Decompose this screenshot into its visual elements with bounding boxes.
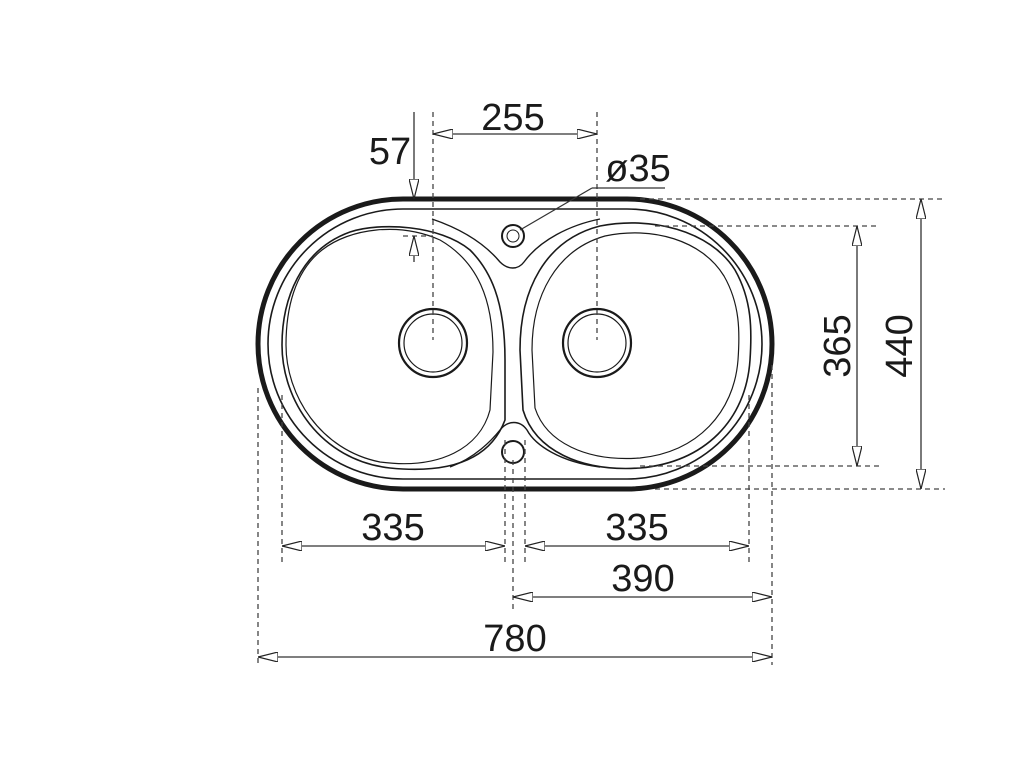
right-bowl	[519, 222, 752, 470]
label-right-bowl-width: 335	[605, 507, 668, 549]
sink-outline	[255, 196, 775, 492]
label-total-width: 780	[483, 618, 546, 660]
label-left-bowl-width: 335	[361, 507, 424, 549]
label-total-depth: 440	[879, 314, 921, 377]
tap-hole	[501, 224, 525, 248]
label-right-section-width: 390	[611, 558, 674, 600]
label-rim-offset: 57	[369, 131, 411, 173]
dimension-lines	[258, 112, 921, 657]
bowl-bridge	[431, 218, 601, 468]
label-hole-diameter: ø35	[605, 148, 670, 190]
left-bowl	[281, 225, 506, 471]
label-bowl-spacing: 255	[481, 97, 544, 139]
label-bowl-depth: 365	[817, 314, 859, 377]
extension-lines	[257, 112, 945, 665]
